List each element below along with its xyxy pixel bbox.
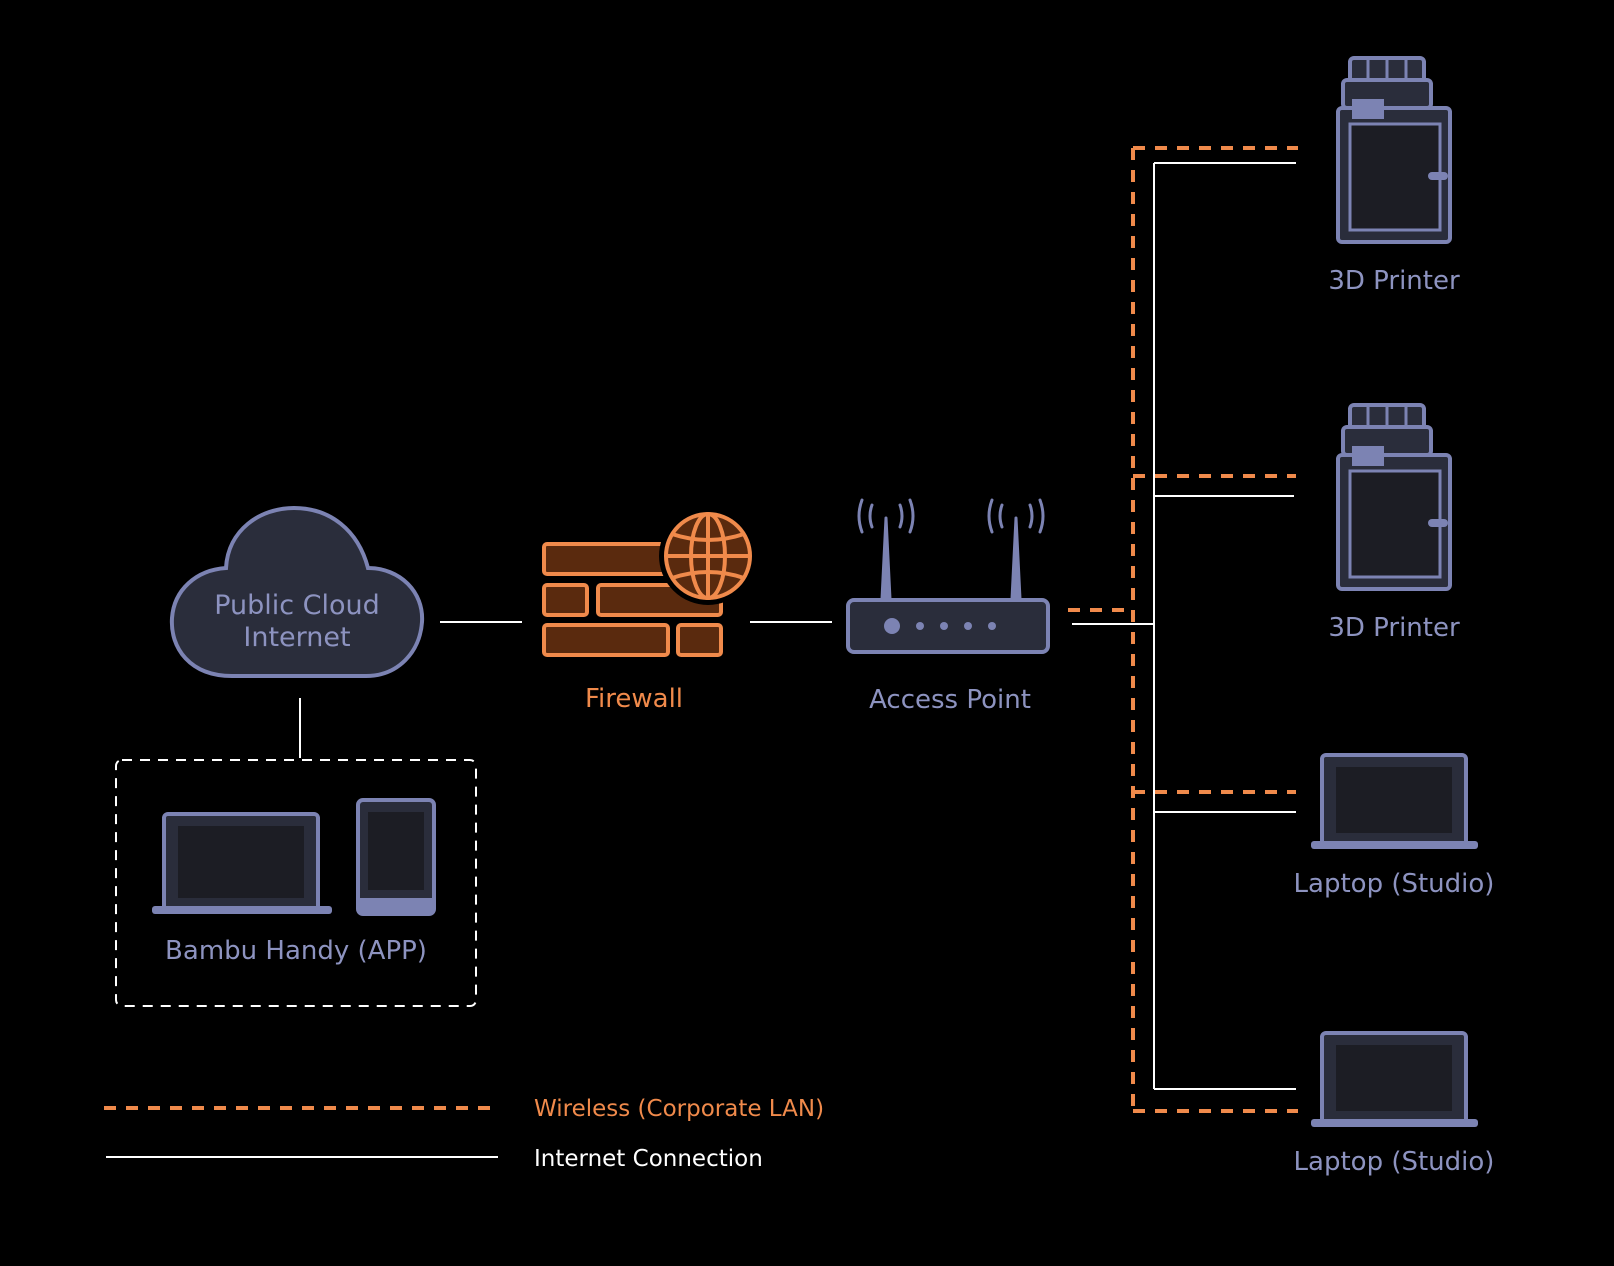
legend-internet-label: Internet Connection: [534, 1146, 763, 1172]
laptop-phone-icon: [152, 798, 436, 916]
firewall-icon: [542, 542, 723, 657]
device-label: Laptop (Studio): [1294, 1147, 1495, 1177]
device-label: 3D Printer: [1328, 613, 1460, 643]
laptop-node: Laptop (Studio): [1294, 753, 1495, 899]
laptop-node: Laptop (Studio): [1294, 1031, 1495, 1177]
firewall-node: Firewall: [542, 507, 757, 714]
globe-icon: [659, 507, 757, 605]
printer-icon: [1336, 403, 1452, 591]
app-group-border: [115, 759, 477, 1007]
laptop-icon: [1311, 1031, 1478, 1127]
cloud-node: Public Cloud Internet: [169, 505, 425, 678]
app-group: Bambu Handy (APP): [115, 759, 477, 1007]
device-label: Laptop (Studio): [1294, 869, 1495, 899]
device-label: 3D Printer: [1328, 266, 1460, 296]
cloud-label-line1: Public Cloud: [214, 590, 380, 621]
wifi-signal-icon: [857, 498, 1045, 534]
cloud-icon: [169, 505, 425, 678]
internet-connections: [299, 162, 1296, 1090]
legend: Wireless (Corporate LAN) Internet Connec…: [104, 1096, 824, 1172]
router-icon: [846, 516, 1050, 654]
access-point-label: Access Point: [869, 685, 1031, 715]
access-point-node: Access Point: [846, 498, 1050, 715]
printer-node: 3D Printer: [1328, 403, 1460, 643]
firewall-label: Firewall: [585, 684, 683, 714]
cloud-label-line2: Internet: [243, 622, 350, 653]
printer-icon: [1336, 56, 1452, 244]
app-group-label: Bambu Handy (APP): [165, 936, 427, 966]
legend-wireless-label: Wireless (Corporate LAN): [534, 1096, 824, 1122]
laptop-icon: [1311, 753, 1478, 849]
wireless-connections: [1068, 146, 1298, 1113]
printer-node: 3D Printer: [1328, 56, 1460, 296]
